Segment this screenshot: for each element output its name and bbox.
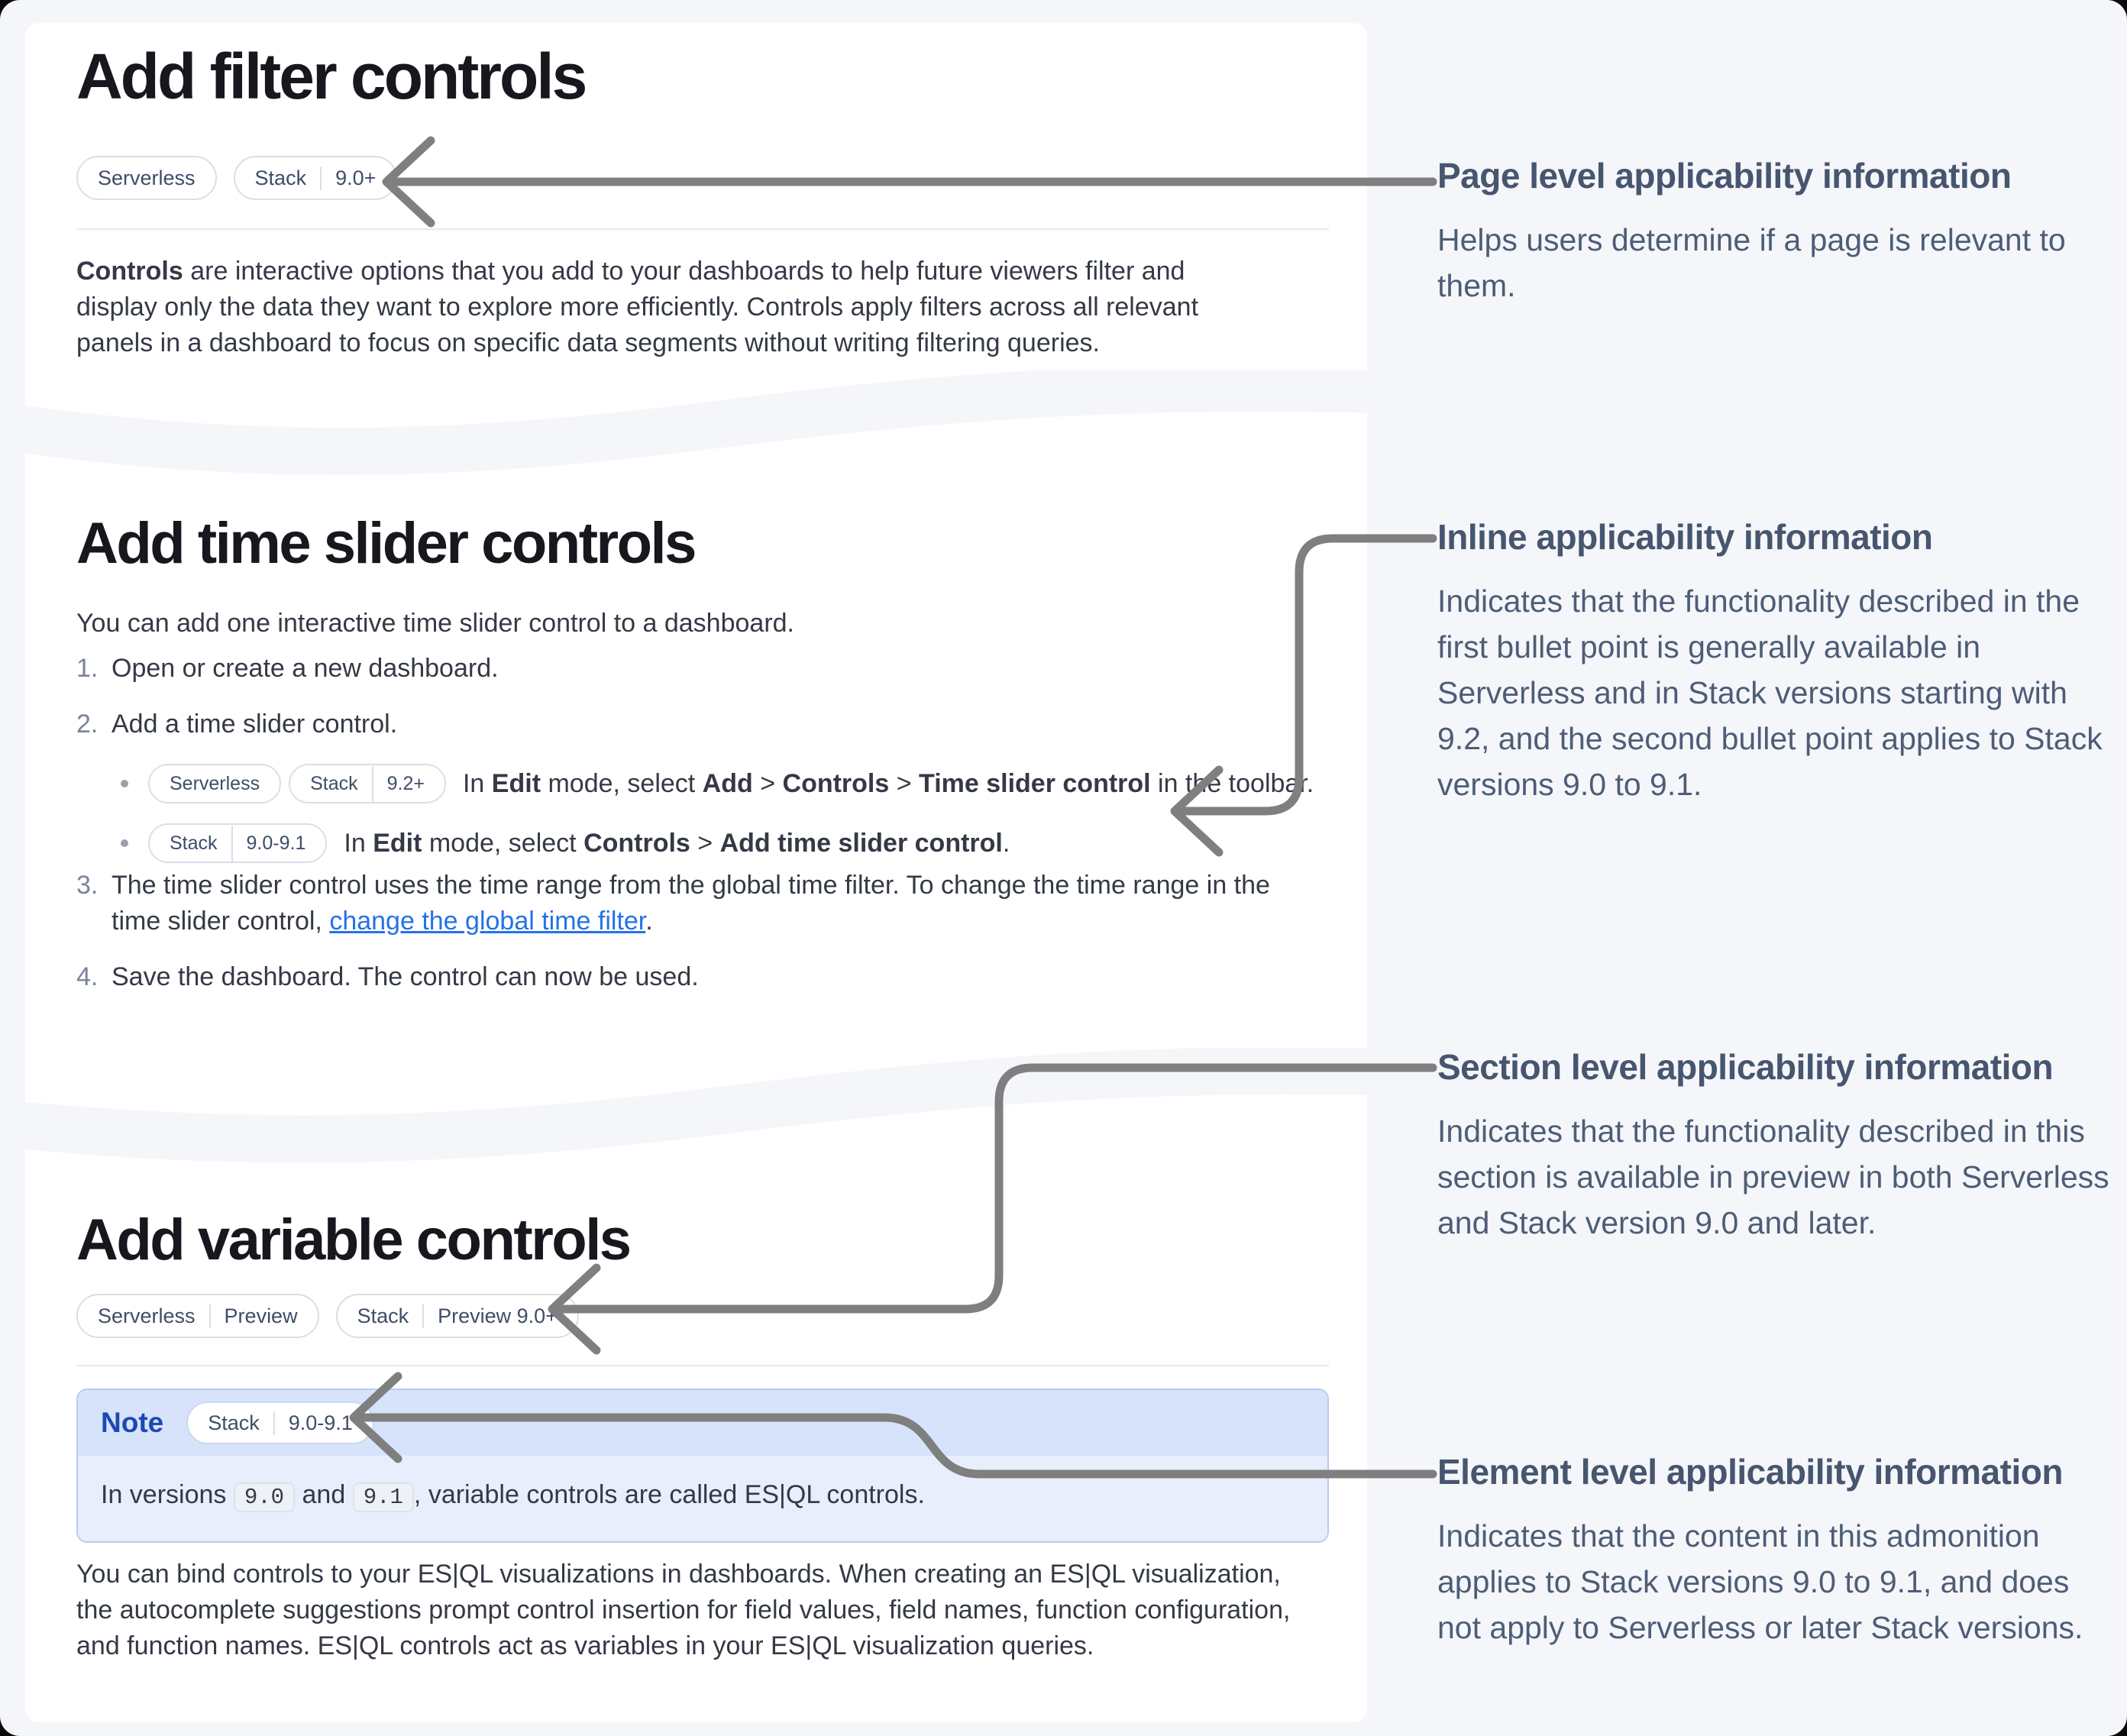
- badge-part: Stack: [254, 166, 307, 189]
- annotation-title: Section level applicability information: [1437, 1047, 2054, 1087]
- note-admonition: Note Stack 9.0-9.1 In versions 9.0 and 9…: [76, 1388, 1329, 1543]
- divider: [76, 1365, 1329, 1366]
- bullet-text: In Edit mode, select Add > Controls > Ti…: [463, 766, 1314, 802]
- note-body: In versions 9.0 and 9.1, variable contro…: [78, 1456, 1327, 1541]
- list-item: Serverless Stack 9.2+ In Edit mode, sele…: [121, 764, 1321, 803]
- list-item: 4. Save the dashboard. The control can n…: [76, 959, 1321, 995]
- text-segment: In versions: [101, 1480, 234, 1509]
- text-segment: are interactive options that you add to …: [76, 257, 1199, 357]
- badge-part: Stack: [310, 772, 358, 794]
- text-segment: Add a time slider control.: [112, 710, 398, 739]
- text-segment: mode, select: [422, 828, 584, 858]
- text-segment: Open or create a new dashboard.: [112, 654, 499, 683]
- list-item: 2. Add a time slider control. Serverless…: [76, 706, 1321, 868]
- inline-link[interactable]: change the global time filter: [329, 907, 646, 936]
- annotation-element-level: Element level applicability information …: [1437, 1451, 2113, 1650]
- note-header: Note Stack 9.0-9.1: [78, 1390, 1327, 1456]
- text-segment: , variable controls are called ES|QL con…: [413, 1480, 925, 1509]
- annotation-title: Page level applicability information: [1437, 156, 2012, 196]
- badge-serverless: Serverless: [76, 156, 217, 200]
- badge-part: 9.0-9.1: [273, 1411, 367, 1435]
- list-item: Stack 9.0-9.1 In Edit mode, select Contr…: [121, 823, 1321, 863]
- step-number: 1.: [76, 654, 99, 683]
- bullet-dot: [121, 780, 128, 787]
- text-segment: Controls: [76, 257, 183, 286]
- text-segment: mode, select: [541, 768, 703, 798]
- esql-paragraph: You can bind controls to your ES|QL visu…: [76, 1560, 1291, 1660]
- text-segment: and: [295, 1480, 353, 1509]
- annotation-page-level: Page level applicability information Hel…: [1437, 155, 2113, 309]
- text-segment: >: [889, 768, 920, 798]
- text-segment: The time slider control uses the time ra…: [112, 871, 1270, 936]
- badge-part: Stack: [357, 1304, 409, 1327]
- step-number: 3.: [76, 871, 99, 900]
- section-title-time-slider: Add time slider controls: [76, 511, 697, 576]
- text-segment: Edit: [491, 768, 541, 798]
- bullet-dot: [121, 839, 128, 847]
- badge-serverless-preview: Serverless Preview: [76, 1294, 319, 1338]
- page-badges: Serverless Stack 9.0+: [76, 156, 398, 200]
- text-segment: In: [462, 768, 492, 798]
- badge-part: 9.0+: [320, 166, 390, 190]
- badge-stack-version: Stack 9.2+: [289, 764, 446, 803]
- text-segment: Edit: [373, 828, 422, 858]
- page-title: Add filter controls: [76, 40, 587, 112]
- badge-part: Serverless: [170, 772, 260, 794]
- text-segment: >: [752, 768, 783, 798]
- ordered-steps: 1. Open or create a new dashboard. 2. Ad…: [76, 651, 1321, 1015]
- badge-part: 9.2+: [371, 765, 438, 802]
- inline-code: 9.1: [352, 1482, 414, 1512]
- section-title-variable: Add variable controls: [76, 1207, 632, 1272]
- annotation-section-level: Section level applicability information …: [1437, 1046, 2113, 1246]
- text-segment: In: [344, 828, 373, 858]
- text-segment: .: [645, 907, 653, 936]
- badge-part: Serverless: [98, 166, 196, 189]
- annotation-body: Indicates that the functionality describ…: [1437, 1114, 2109, 1240]
- badge-serverless: Serverless: [148, 764, 282, 803]
- section-badges: Serverless Preview Stack Preview 9.0+: [76, 1294, 579, 1338]
- step-text: Add a time slider control. Serverless St…: [112, 706, 1321, 868]
- step-number: 4.: [76, 962, 99, 991]
- badge-stack-version: Stack 9.0-9.1: [148, 823, 328, 863]
- badge-part: Preview 9.0+: [422, 1304, 571, 1328]
- badge-stack-version: Stack 9.0+: [233, 156, 398, 200]
- bullet-text: In Edit mode, select Controls > Add time…: [344, 826, 1010, 862]
- list-item: 1. Open or create a new dashboard.: [76, 651, 1321, 687]
- text-segment: Save the dashboard. The control can now …: [112, 962, 699, 991]
- badge-part: 9.0-9.1: [231, 825, 320, 862]
- badge-stack-preview-version: Stack Preview 9.0+: [335, 1294, 579, 1338]
- annotation-title: Inline applicability information: [1437, 517, 1933, 557]
- divider: [76, 228, 1329, 230]
- step-text-inline: Add a time slider control.: [112, 710, 397, 739]
- text-segment: Add time slider control: [719, 828, 1003, 858]
- step-text: The time slider control uses the time ra…: [112, 868, 1321, 939]
- badge-part: Stack: [208, 1411, 260, 1434]
- step-number: 2.: [76, 710, 99, 739]
- text-segment: in the toolbar.: [1150, 768, 1314, 798]
- text-segment: >: [690, 828, 720, 858]
- text-segment: Add: [702, 768, 753, 798]
- list-item: 3. The time slider control uses the time…: [76, 868, 1321, 939]
- text-segment: Time slider control: [919, 768, 1151, 798]
- annotation-body: Indicates that the functionality describ…: [1437, 584, 2103, 802]
- text-segment: .: [1002, 828, 1010, 858]
- note-label: Note: [101, 1407, 164, 1438]
- inline-code: 9.0: [233, 1482, 296, 1512]
- badge-stack-version: Stack 9.0-9.1: [186, 1401, 374, 1444]
- step-text: Save the dashboard. The control can now …: [112, 959, 1321, 995]
- annotation-body: Indicates that the content in this admon…: [1437, 1518, 2083, 1645]
- intro-paragraph: Controls are interactive options that yo…: [76, 254, 1272, 361]
- badge-part: Preview: [208, 1304, 312, 1328]
- annotation-inline-level: Inline applicability information Indicat…: [1437, 516, 2113, 807]
- text-segment: Controls: [782, 768, 890, 798]
- badge-part: Serverless: [98, 1304, 196, 1327]
- bullet-list: Serverless Stack 9.2+ In Edit mode, sele…: [112, 764, 1321, 863]
- annotation-body: Helps users determine if a page is relev…: [1437, 222, 2066, 303]
- step-text: Open or create a new dashboard.: [112, 651, 1321, 687]
- annotation-title: Element level applicability information: [1437, 1452, 2063, 1492]
- badge-part: Stack: [170, 832, 218, 854]
- section-intro: You can add one interactive time slider …: [76, 609, 794, 638]
- text-segment: Controls: [583, 828, 690, 858]
